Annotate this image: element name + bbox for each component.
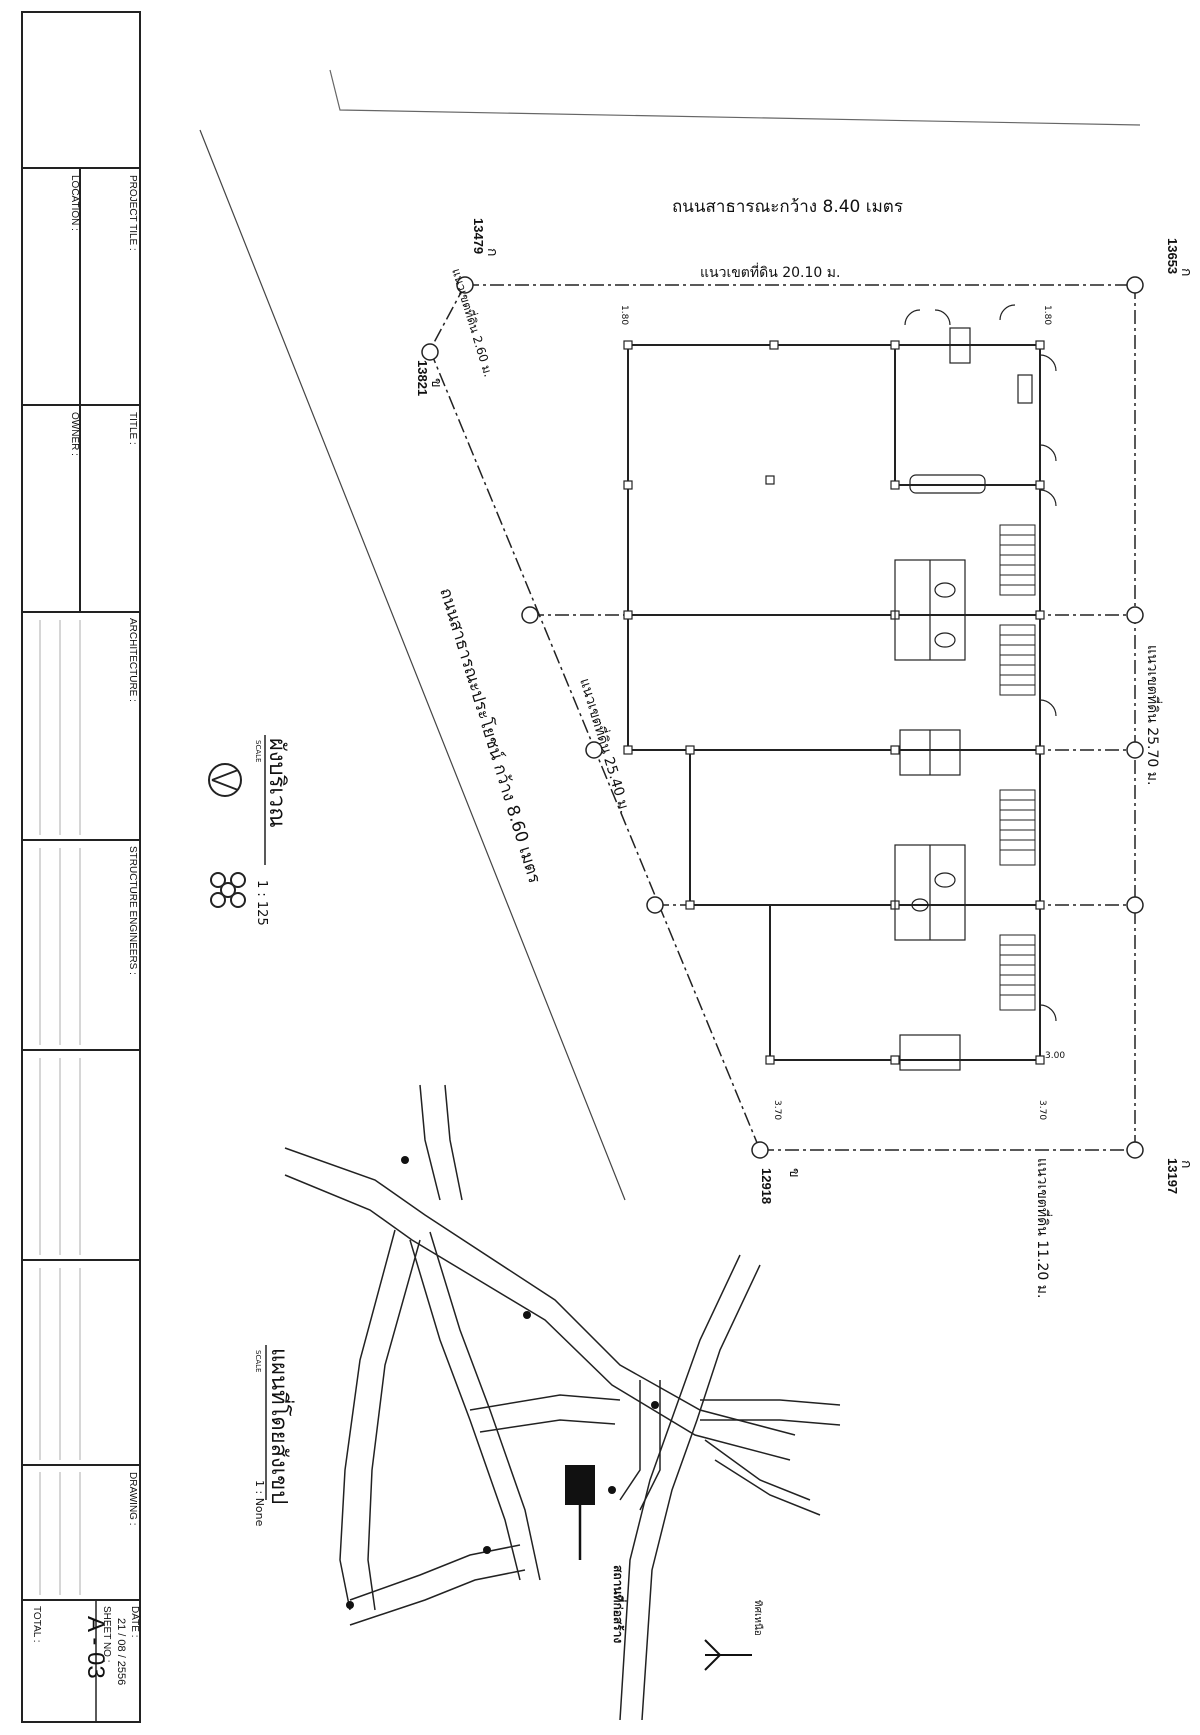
dim-label: 3.00 — [1045, 1051, 1065, 1061]
road-diagonal-label: ถนนสาธารณะประโยชน์ กว้าง 8.60 เมตร — [435, 585, 545, 885]
title-label: TITLE : — [127, 412, 138, 445]
location-map-scale: 1 : None — [253, 1480, 266, 1527]
dim-label: 1.80 — [619, 305, 629, 325]
north-arrow-icon — [704, 1639, 752, 1671]
boundary-right-label: แนวเขตที่ดิน 25.70 ม. — [1144, 645, 1162, 785]
location-map: ทิศเหนือ สถานที่ก่อสร้าง แผนที่โดยสังเขป… — [253, 1084, 841, 1721]
project-title-label: PROJECT TILE : — [127, 175, 138, 251]
site-label: สถานที่ก่อสร้าง — [611, 1565, 627, 1643]
marker-number: 13821 — [415, 360, 430, 396]
date-value: 21 / 08 / 2556 — [115, 1618, 127, 1685]
marker-number: 13479 — [471, 218, 486, 254]
location-label: LOCATION : — [69, 175, 80, 231]
dim-label: 1.80 — [1042, 305, 1052, 325]
site-plan: ถนนสาธารณะกว้าง 8.40 เมตร แนวเขตที่ดิน 2… — [199, 69, 1194, 1298]
site-plan-scale-label: SCALE — [254, 740, 262, 762]
sheet-number: A - 03 — [82, 1616, 109, 1679]
drawing-label: DRAWING : — [127, 1472, 138, 1526]
marker-letter: ก — [1178, 1160, 1194, 1168]
title-block: PROJECT TILE : LOCATION : TITLE : OWNER … — [21, 11, 141, 1723]
compass-icon — [208, 763, 242, 797]
owner-label: OWNER : — [69, 412, 80, 456]
logo-icon — [210, 872, 246, 908]
location-map-scale-label: SCALE — [254, 1350, 262, 1372]
marker-letter: ก — [1178, 268, 1194, 276]
site-plan-title: ผังบริเวณ — [264, 738, 289, 828]
boundary-top-label: แนวเขตที่ดิน 20.10 ม. — [700, 263, 840, 281]
boundary-bottom-label: แนวเขตที่ดิน 11.20 ม. — [1034, 1158, 1052, 1298]
marker-number: 12918 — [759, 1168, 774, 1204]
road-top-label: ถนนสาธารณะกว้าง 8.40 เมตร — [672, 197, 903, 217]
date-label: DATE : — [129, 1606, 140, 1637]
marker-letter: ข — [428, 378, 444, 388]
site-plan-scale: 1 : 125 — [254, 880, 269, 926]
architecture-label: ARCHITECTURE : — [127, 618, 138, 702]
sheet-label: SHEET NO : — [101, 1606, 112, 1663]
structure-label: STRUCTURE ENGINEERS : — [127, 846, 138, 975]
location-map-title: แผนที่โดยสังเขป — [266, 1348, 295, 1504]
dim-label: 3.70 — [772, 1100, 782, 1120]
north-label: ทิศเหนือ — [752, 1600, 764, 1636]
marker-letter: ข — [786, 1168, 802, 1178]
dim-label: 3.70 — [1037, 1100, 1047, 1120]
marker-number: 13197 — [1165, 1158, 1180, 1194]
marker-number: 13653 — [1165, 238, 1180, 274]
marker-letter: ก — [484, 248, 500, 256]
total-label: TOTAL : — [31, 1606, 42, 1643]
